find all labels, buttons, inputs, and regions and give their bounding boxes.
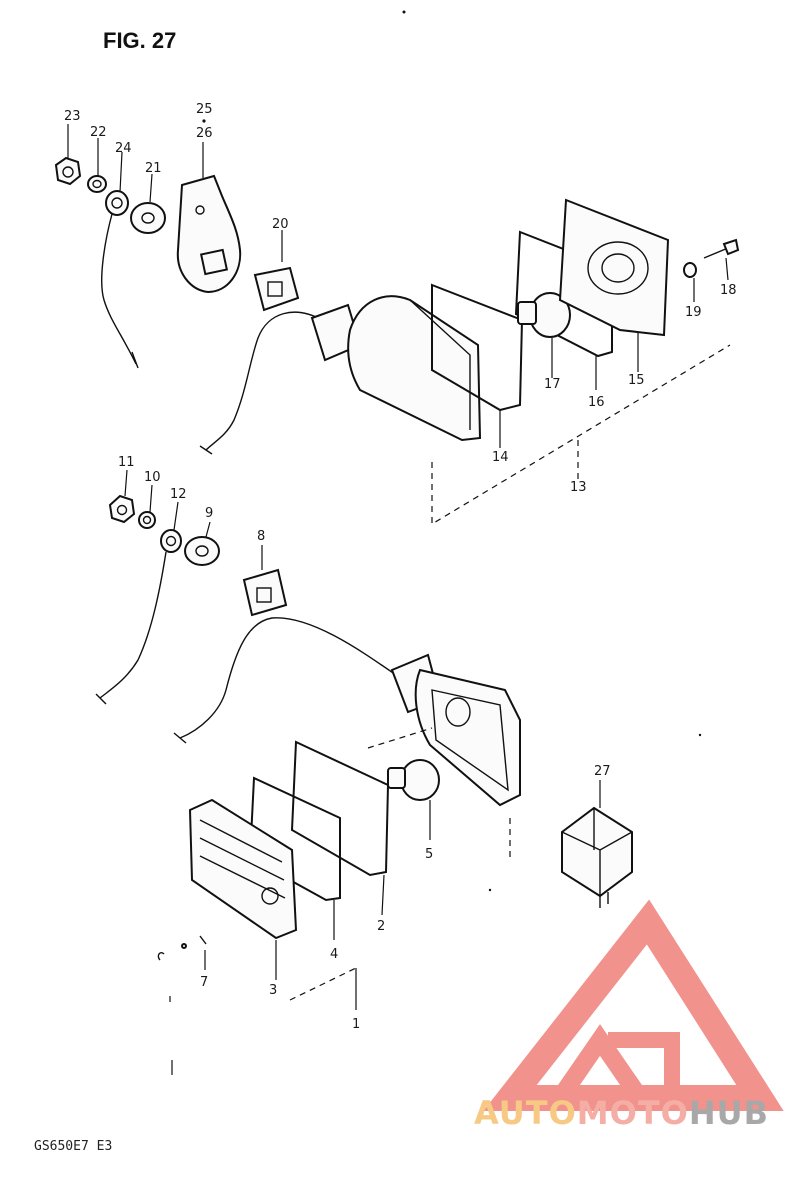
part-20-wire: [205, 311, 323, 451]
part-12-ground-lead: [95, 529, 182, 705]
part-5-bulb: [387, 759, 440, 801]
callout-11: 11: [118, 455, 135, 470]
callout-1: 1: [352, 1017, 360, 1032]
part-9-washer: [184, 536, 220, 566]
callout-2: 2: [377, 919, 385, 934]
callout-3: 3: [269, 983, 277, 998]
callout-19: 19: [685, 305, 702, 320]
part-19-washer: [683, 262, 697, 278]
callout-labels: 23 22 24 21 25 26 20 18 19 17 15 16 14 1…: [64, 102, 737, 1032]
callout-15: 15: [628, 373, 645, 388]
callout-12: 12: [170, 487, 187, 502]
part-21-washer: [130, 202, 166, 234]
callout-17: 17: [544, 377, 561, 392]
callout-4: 4: [330, 947, 338, 962]
callout-18: 18: [720, 283, 737, 298]
callout-5: 5: [425, 847, 433, 862]
upper-turn-signal-assembly: [54, 124, 740, 526]
automotohub-wordmark: AUTOMOTOHUB: [474, 1094, 769, 1132]
figure-title: FIG. 27: [103, 28, 176, 53]
callout-13: 13: [570, 480, 587, 495]
part-23-nut: [54, 156, 82, 186]
part-8-wire: [179, 617, 397, 739]
callout-8: 8: [257, 529, 265, 544]
callout-24: 24: [115, 141, 132, 156]
callout-14: 14: [492, 450, 509, 465]
part-10-lock-washer: [138, 511, 156, 529]
part-3-lens: [188, 798, 298, 940]
callout-21: 21: [145, 161, 162, 176]
footer-model-code: GS650E7 E3: [34, 1139, 112, 1154]
part-20-grommet: [253, 266, 300, 312]
part-24-ground-lead: [101, 190, 139, 369]
part-8-grommet: [242, 568, 288, 617]
callout-9: 9: [205, 506, 213, 521]
callout-20: 20: [272, 217, 289, 232]
part-27-flasher-relay: [561, 806, 633, 908]
part-18-screw: [703, 238, 740, 259]
callout-16: 16: [588, 395, 605, 410]
part-11-nut: [108, 494, 136, 524]
lower-turn-signal-assembly: [95, 469, 702, 1075]
scan-speck: [402, 10, 406, 14]
part-2-gasket: [290, 740, 390, 877]
automotohub-watermark: AUTOMOTOHUB: [474, 899, 784, 1132]
automotohub-logo-icon: [483, 899, 784, 1111]
part-7-screws: [157, 935, 207, 961]
callout-10: 10: [144, 470, 161, 485]
callout-22: 22: [90, 125, 107, 140]
callout-25: 25: [196, 102, 213, 117]
part-25-26-bracket: [176, 174, 242, 294]
lamp-housing-upper: [347, 295, 482, 442]
callout-26: 26: [196, 126, 213, 141]
part-17-bulb: [517, 292, 571, 338]
callout-27: 27: [594, 764, 611, 779]
callout-23: 23: [64, 109, 81, 124]
part-15-lens: [558, 198, 670, 337]
part-22-lock-washer: [87, 175, 107, 193]
callout-7: 7: [200, 975, 208, 990]
part-14-gasket: [431, 283, 524, 412]
